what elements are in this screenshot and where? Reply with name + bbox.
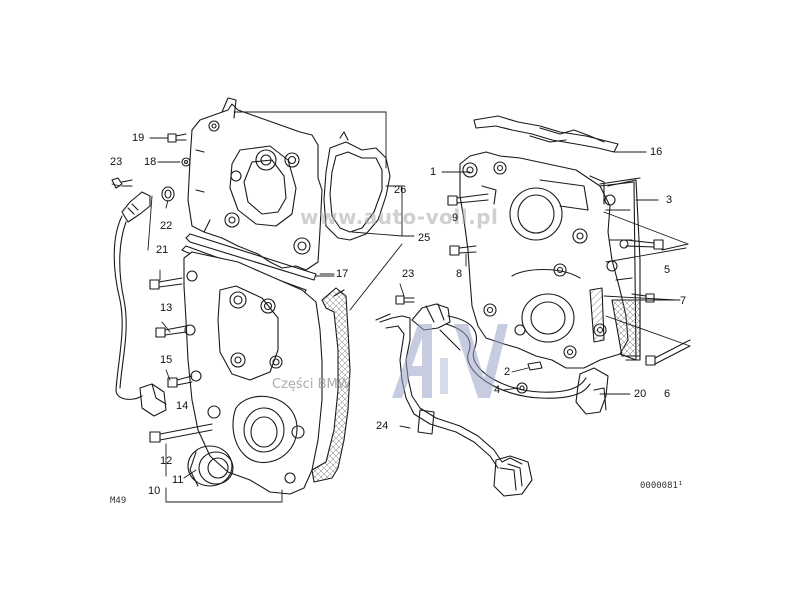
callout-22: 22 <box>160 220 173 232</box>
upper-gasket <box>323 131 391 241</box>
callout-24: 24 <box>376 420 389 432</box>
callout-15: 15 <box>160 354 173 366</box>
sensor-cable-left <box>113 191 167 417</box>
callout-14: 14 <box>176 400 189 412</box>
callout-7: 7 <box>680 295 687 307</box>
callout-5: 5 <box>664 264 671 276</box>
diagram-number: 0000081¹ <box>640 481 684 491</box>
watermark-brand: Części BMW <box>272 377 351 392</box>
callout-10: 10 <box>148 485 161 497</box>
bolts-left <box>111 133 213 443</box>
upper-timing-cover <box>187 97 323 271</box>
watermark-url: www.auto-voll.pl <box>300 205 499 229</box>
callout-16: 16 <box>650 146 663 158</box>
callout-13: 13 <box>160 302 173 314</box>
callout-21: 21 <box>156 244 169 256</box>
callout-9: 9 <box>452 212 459 224</box>
callout-17: 17 <box>336 268 349 280</box>
callout-4: 4 <box>494 384 501 396</box>
leaders-bottom-left <box>111 183 283 503</box>
callout-11: 11 <box>172 474 184 486</box>
callout-6: 6 <box>664 388 671 400</box>
radial-seal <box>187 445 234 487</box>
callout-1: 1 <box>430 166 437 178</box>
callout-19: 19 <box>132 132 145 144</box>
housing-gasket <box>599 177 641 361</box>
callout-12: 12 <box>160 455 173 467</box>
callout-8: 8 <box>456 268 463 280</box>
guide-rail <box>375 313 533 497</box>
callout-20: 20 <box>634 388 647 400</box>
watermark-logo <box>392 324 508 398</box>
front-housing <box>459 151 637 369</box>
leaders-right <box>147 137 691 429</box>
callout-23-right: 23 <box>402 268 415 280</box>
leaders-26-25 <box>233 111 415 311</box>
callout-18: 18 <box>144 156 157 168</box>
top-gasket <box>473 115 619 153</box>
callout-26: 26 <box>394 184 407 196</box>
lower-timing-cover <box>183 251 323 495</box>
callout-23-left: 23 <box>110 156 123 168</box>
drawing-code: M49 <box>110 496 127 506</box>
callout-3: 3 <box>666 194 673 206</box>
callout-25: 25 <box>418 232 431 244</box>
lower-gasket <box>311 287 351 483</box>
callout-2: 2 <box>504 366 511 378</box>
